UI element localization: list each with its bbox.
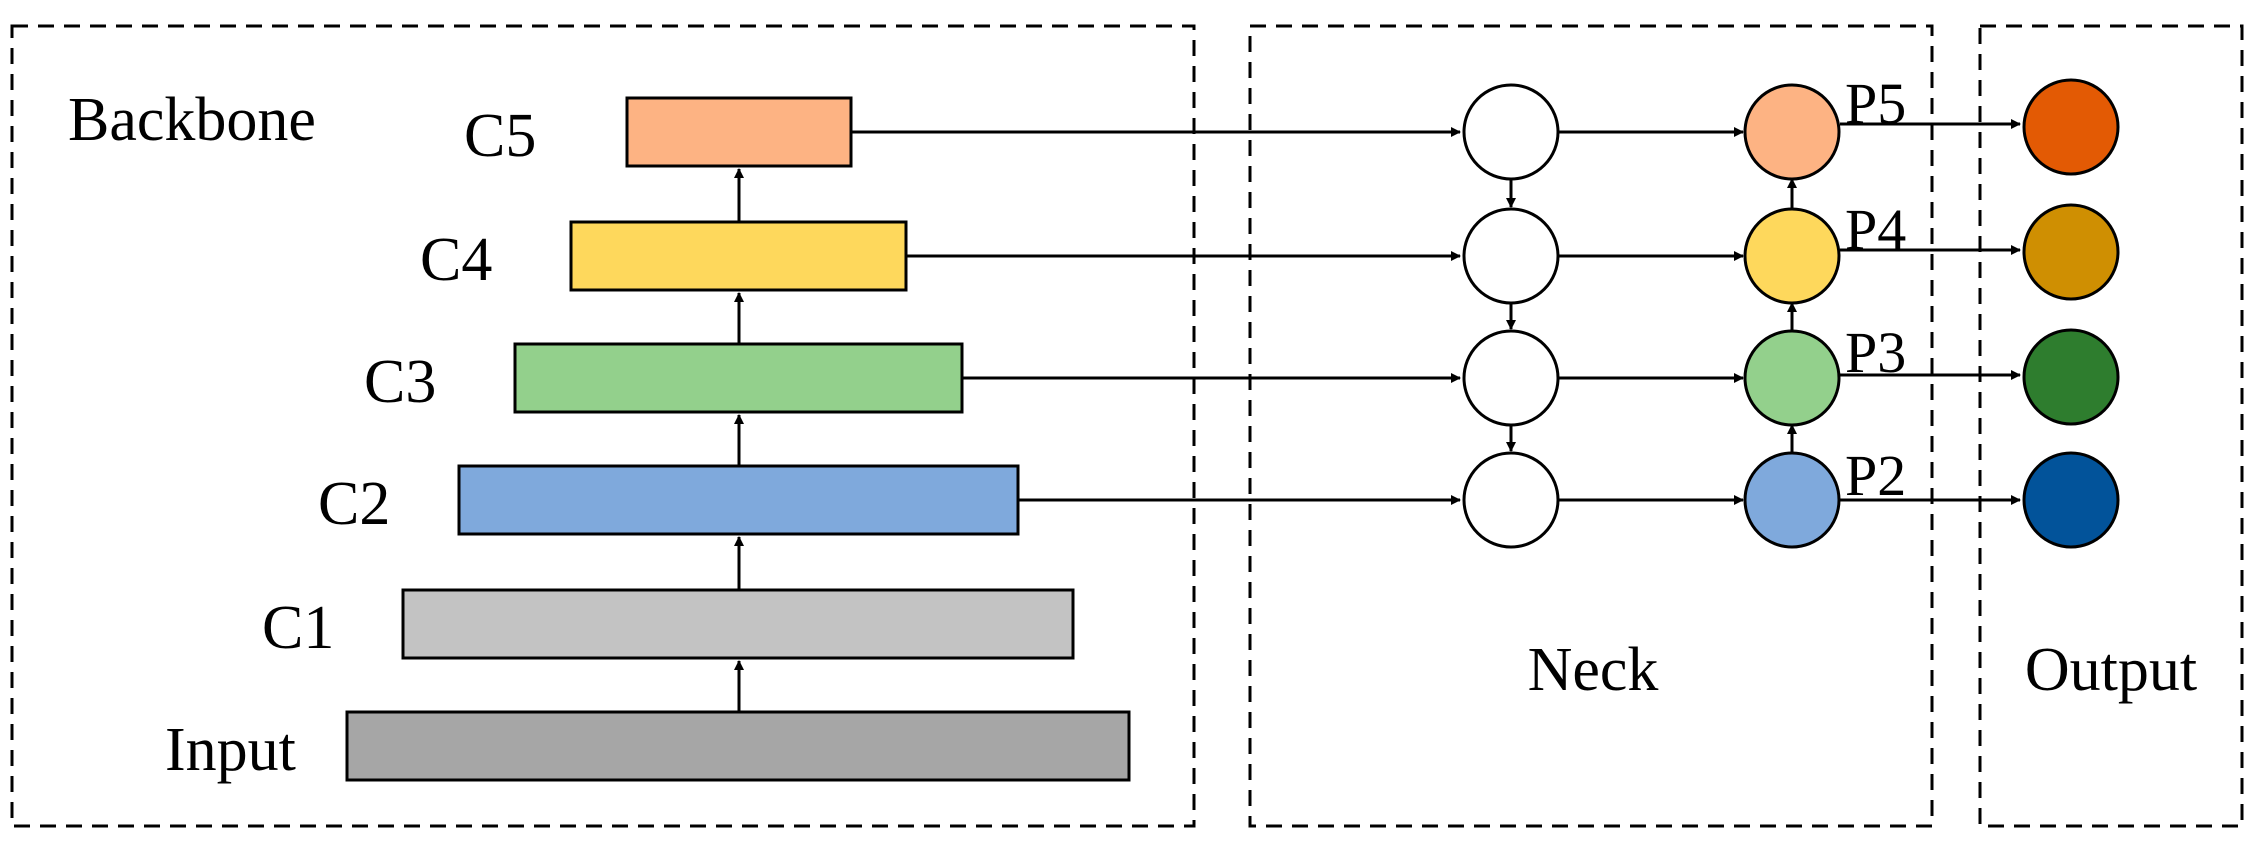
c1-label: C1 — [262, 594, 334, 662]
output-node-5 — [2022, 78, 2120, 176]
neck-lateral-node-4 — [1462, 207, 1560, 305]
input-bar — [345, 710, 1131, 782]
c5-label: C5 — [464, 102, 536, 170]
neck-lateral-node-2 — [1462, 451, 1560, 549]
output-title: Output — [2025, 636, 2197, 704]
neck-title: Neck — [1528, 636, 1659, 704]
p5-node — [1743, 83, 1841, 181]
backbone-c5-block: C5 — [464, 96, 853, 170]
neck-lateral-node-5 — [1462, 83, 1560, 181]
output-node-3 — [2022, 328, 2120, 426]
c3-label: C3 — [364, 348, 436, 416]
p4-label: P4 — [1845, 197, 1906, 262]
neck-lateral-node-3 — [1462, 329, 1560, 427]
c4-label: C4 — [420, 226, 492, 294]
c1-bar — [401, 588, 1075, 660]
output-node-2 — [2022, 451, 2120, 549]
p2-label: P2 — [1845, 443, 1906, 508]
c3-bar — [513, 342, 964, 414]
output-node-4 — [2022, 203, 2120, 301]
backbone-c2-block: C2 — [318, 464, 1020, 538]
backbone-input-block: Input — [165, 710, 1131, 784]
c5-bar — [625, 96, 853, 168]
backbone-c1-block: C1 — [262, 588, 1075, 662]
c2-label: C2 — [318, 470, 390, 538]
p3-node — [1743, 329, 1841, 427]
c4-bar — [569, 220, 908, 292]
backbone-c4-block: C4 — [420, 220, 908, 294]
backbone-title: Backbone — [68, 86, 316, 154]
output-frame — [1978, 24, 2244, 828]
backbone-c3-block: C3 — [364, 342, 964, 416]
p3-label: P3 — [1845, 320, 1906, 385]
c2-bar — [457, 464, 1020, 536]
p5-label: P5 — [1845, 71, 1906, 136]
p2-node — [1743, 451, 1841, 549]
neck-frame — [1248, 24, 1934, 828]
p4-node — [1743, 207, 1841, 305]
backbone-frame — [10, 24, 1196, 828]
input-label: Input — [165, 716, 296, 784]
